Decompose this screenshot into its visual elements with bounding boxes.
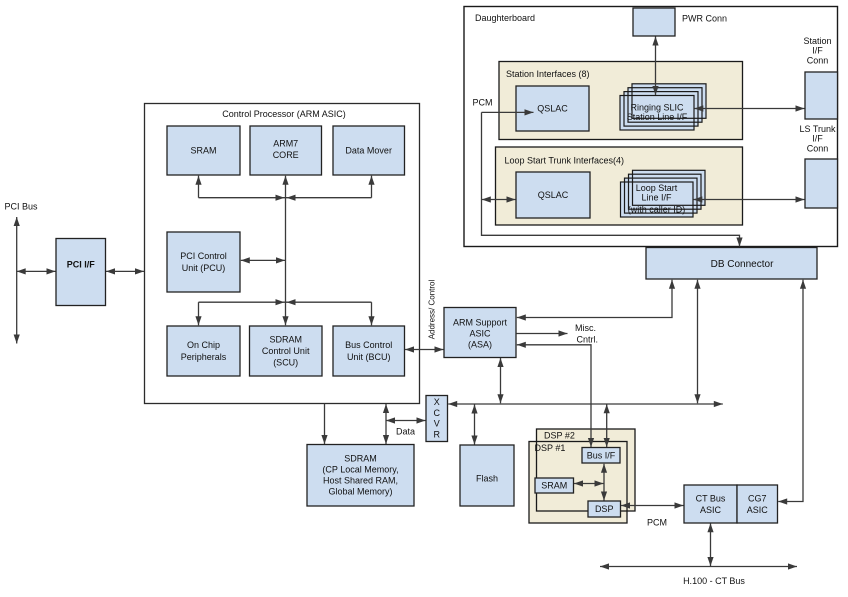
svg-text:Unit (BCU): Unit (BCU): [347, 352, 391, 362]
svg-text:Data Mover: Data Mover: [345, 145, 392, 155]
svg-text:Station: Station: [803, 36, 831, 46]
svg-text:QSLAC: QSLAC: [538, 190, 569, 200]
svg-text:On Chip: On Chip: [187, 340, 220, 350]
svg-text:SDRAM: SDRAM: [344, 454, 377, 464]
svg-text:(CP Local Memory,: (CP Local Memory,: [322, 465, 398, 475]
svg-text:PCI Bus: PCI Bus: [5, 202, 39, 212]
svg-text:Host Shared RAM,: Host Shared RAM,: [323, 476, 398, 486]
svg-text:Conn: Conn: [807, 55, 829, 65]
svg-text:Bus I/F: Bus I/F: [587, 450, 616, 460]
svg-text:CORE: CORE: [273, 150, 299, 160]
svg-text:PCI Control: PCI Control: [180, 251, 227, 261]
svg-text:CG7: CG7: [748, 493, 767, 503]
svg-text:I/F: I/F: [812, 134, 823, 144]
svg-text:SRAM: SRAM: [541, 481, 567, 491]
svg-text:Station Interfaces (8): Station Interfaces (8): [506, 69, 590, 79]
svg-text:Loop Start Trunk Interfaces(4): Loop Start Trunk Interfaces(4): [505, 156, 625, 166]
svg-text:R: R: [433, 429, 440, 439]
svg-text:Peripherals: Peripherals: [181, 352, 227, 362]
svg-text:(ASA): (ASA): [468, 339, 492, 349]
svg-text:PCI I/F: PCI I/F: [67, 259, 96, 269]
svg-text:PWR Conn: PWR Conn: [682, 14, 727, 24]
svg-text:DSP #2: DSP #2: [544, 431, 575, 441]
svg-text:DSP: DSP: [595, 504, 614, 514]
svg-text:C: C: [433, 408, 440, 418]
svg-text:ARM Support: ARM Support: [453, 317, 508, 327]
svg-text:I/F: I/F: [812, 46, 823, 56]
svg-text:V: V: [434, 419, 440, 429]
svg-text:PCM: PCM: [473, 98, 493, 108]
svg-text:ASIC: ASIC: [469, 328, 491, 338]
svg-text:ASIC: ASIC: [747, 505, 769, 515]
svg-text:ARM7: ARM7: [273, 139, 298, 149]
svg-text:Unit (PCU): Unit (PCU): [182, 263, 226, 273]
svg-text:(SCU): (SCU): [273, 358, 298, 368]
svg-text:SRAM: SRAM: [190, 145, 216, 155]
svg-text:LS Trunk: LS Trunk: [799, 124, 836, 134]
svg-text:Flash: Flash: [476, 474, 498, 484]
svg-text:SDRAM: SDRAM: [269, 335, 302, 345]
svg-text:Misc.: Misc.: [575, 323, 596, 333]
svg-text:DSP #1: DSP #1: [535, 443, 566, 453]
svg-text:DB Connector: DB Connector: [711, 259, 774, 270]
svg-text:Control Processor (ARM ASIC): Control Processor (ARM ASIC): [222, 109, 346, 119]
svg-text:Loop Start: Loop Start: [636, 183, 678, 193]
svg-text:Conn: Conn: [807, 143, 829, 153]
svg-text:Address/ Control: Address/ Control: [428, 279, 437, 339]
svg-text:ASIC: ASIC: [700, 505, 722, 515]
svg-text:Line I/F: Line I/F: [641, 193, 672, 203]
svg-text:Control Unit: Control Unit: [262, 346, 310, 356]
svg-text:X: X: [434, 397, 440, 407]
svg-text:Daughterboard: Daughterboard: [475, 13, 535, 23]
svg-text:CT Bus: CT Bus: [696, 493, 726, 503]
svg-text:PCM: PCM: [647, 518, 667, 528]
svg-text:Global Memory): Global Memory): [328, 487, 392, 497]
svg-text:Cntrl.: Cntrl.: [577, 334, 599, 344]
svg-text:Station Line I/F: Station Line I/F: [627, 112, 688, 122]
svg-text:Ringing SLIC: Ringing SLIC: [630, 103, 684, 113]
svg-text:H.100 - CT Bus: H.100 - CT Bus: [683, 576, 745, 586]
svg-text:Bus Control: Bus Control: [345, 340, 392, 350]
svg-text:QSLAC: QSLAC: [537, 104, 568, 114]
svg-text:Data: Data: [396, 427, 415, 437]
